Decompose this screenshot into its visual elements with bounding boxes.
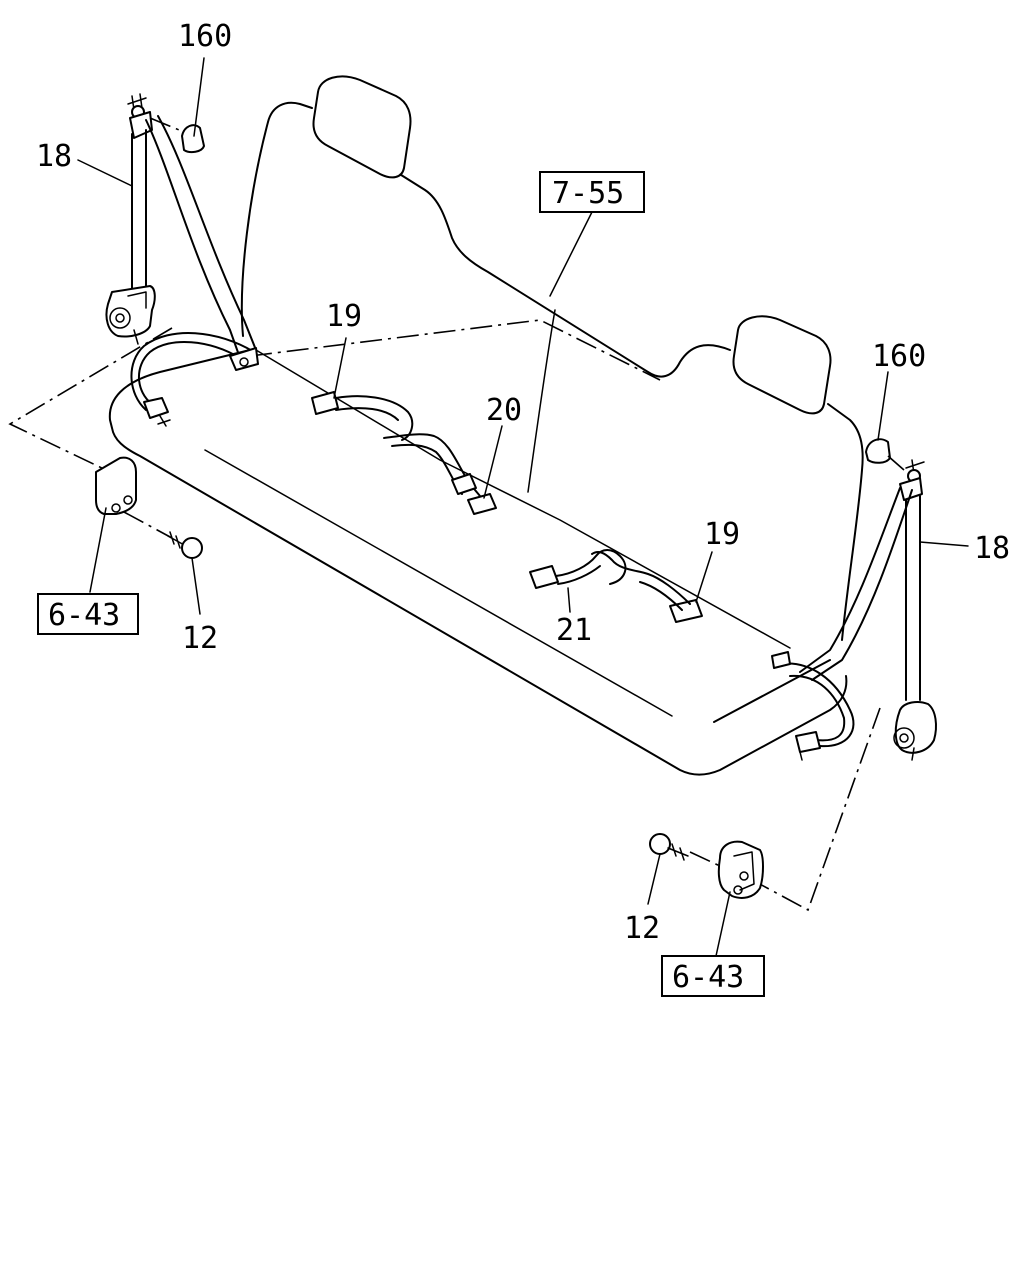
leader-755: [549, 211, 593, 297]
right-lap-belt: [779, 662, 855, 748]
right-retractor-spool: [893, 727, 915, 749]
left-retractor-belt: [131, 129, 147, 291]
leader-12-left: [191, 557, 201, 615]
left-retractor-spool: [109, 307, 131, 329]
right-seat-belt-assembly: [649, 438, 937, 912]
left-shoulder-anchor-hole: [239, 357, 249, 367]
callout-643-right-box: [661, 955, 765, 997]
left-lap-belt: [130, 332, 255, 411]
callout-18-left: 18: [36, 139, 72, 174]
callout-160-right: 160: [872, 339, 926, 374]
leader-160-right: [877, 371, 889, 441]
left-shoulder-anchor: [229, 347, 259, 371]
headrest-left: [312, 75, 412, 179]
buckle-19-top: [311, 391, 339, 415]
strap-21: [555, 549, 627, 585]
left-cover-plate: [95, 456, 137, 515]
right-screw-12: [649, 833, 671, 855]
seat-joint-line: [255, 349, 791, 649]
right-cap-dash: [887, 455, 905, 471]
callout-643-right: 6-43: [672, 960, 744, 995]
buckle-20-tongue: [467, 493, 497, 515]
seatback-seam: [527, 309, 556, 493]
left-shoulder-belt: [145, 115, 257, 359]
right-retractor: [894, 701, 937, 754]
seat-cushion-outline: [108, 349, 848, 776]
left-cap-dash: [149, 117, 185, 133]
leader-19-top: [333, 337, 347, 399]
buckle-19-top-strap: [335, 395, 414, 441]
right-lower-anchor: [795, 731, 821, 753]
leader-160-left: [193, 57, 205, 137]
left-screw-12: [181, 537, 203, 559]
callout-160-left: 160: [178, 19, 232, 54]
callout-643-left-box: [37, 593, 139, 635]
right-shoulder-belt: [799, 487, 913, 681]
right-cover-dash: [755, 707, 881, 912]
right-screw-dash: [689, 851, 721, 867]
right-cover-slot: [733, 851, 755, 891]
leader-18-right: [919, 541, 969, 547]
left-retractor: [105, 285, 156, 338]
buckle-21: [529, 565, 559, 589]
callout-19-mid: 19: [704, 517, 740, 552]
leader-19-mid: [695, 551, 713, 603]
left-lower-bolt: [157, 415, 171, 427]
left-retractor-detail: [127, 291, 147, 345]
left-retractor-hub: [115, 313, 125, 323]
left-lower-anchor: [143, 397, 169, 419]
callout-19-top: 19: [326, 299, 362, 334]
right-lower-bolt: [799, 751, 803, 761]
left-cover-hole-2: [111, 503, 121, 513]
callout-21: 21: [556, 613, 592, 648]
right-retractor-belt: [905, 495, 921, 701]
buckle-19-mid-strap: [591, 551, 691, 611]
callout-755: 7-55: [552, 176, 624, 211]
callout-20: 20: [486, 393, 522, 428]
seat-cushion-crease: [204, 449, 673, 717]
leader-18-left: [77, 159, 133, 187]
left-screw-dash: [123, 511, 173, 539]
seatback-outline: [240, 101, 864, 641]
right-cover-hole-1: [739, 871, 749, 881]
right-shoulder-anchor: [771, 651, 791, 669]
leader-12-right: [647, 853, 661, 905]
right-retractor-detail: [911, 747, 915, 761]
leader-lines: [77, 57, 969, 957]
seat-dash-line: [249, 319, 661, 381]
left-cap-160: [181, 124, 205, 154]
leader-21: [567, 587, 571, 613]
center-buckles: [311, 391, 703, 623]
right-retractor-hub: [899, 733, 909, 743]
left-seat-belt-assembly: [8, 93, 259, 559]
leader-643-left: [89, 507, 107, 593]
callout-12-right: 12: [624, 911, 660, 946]
right-screw-thread: [667, 843, 689, 861]
rear-bench-seat: [108, 75, 864, 776]
right-cap-160: [865, 438, 891, 464]
callout-labels: 160 18 7-55 19 20 160 19 18 21 6-43 12 1…: [36, 19, 1010, 997]
callout-755-box: [539, 171, 645, 213]
right-anchor-bracket: [899, 477, 923, 501]
left-cover-dash: [8, 327, 173, 471]
leader-20: [483, 425, 503, 499]
callout-643-left: 6-43: [48, 598, 120, 633]
callout-18-right: 18: [974, 531, 1010, 566]
right-cover-hole-2: [733, 885, 743, 895]
headrest-right: [732, 315, 832, 415]
strap-20-sleeve: [451, 473, 477, 495]
leader-643-right: [715, 891, 731, 957]
left-cover-hole-1: [123, 495, 133, 505]
callout-12-left: 12: [182, 621, 218, 656]
